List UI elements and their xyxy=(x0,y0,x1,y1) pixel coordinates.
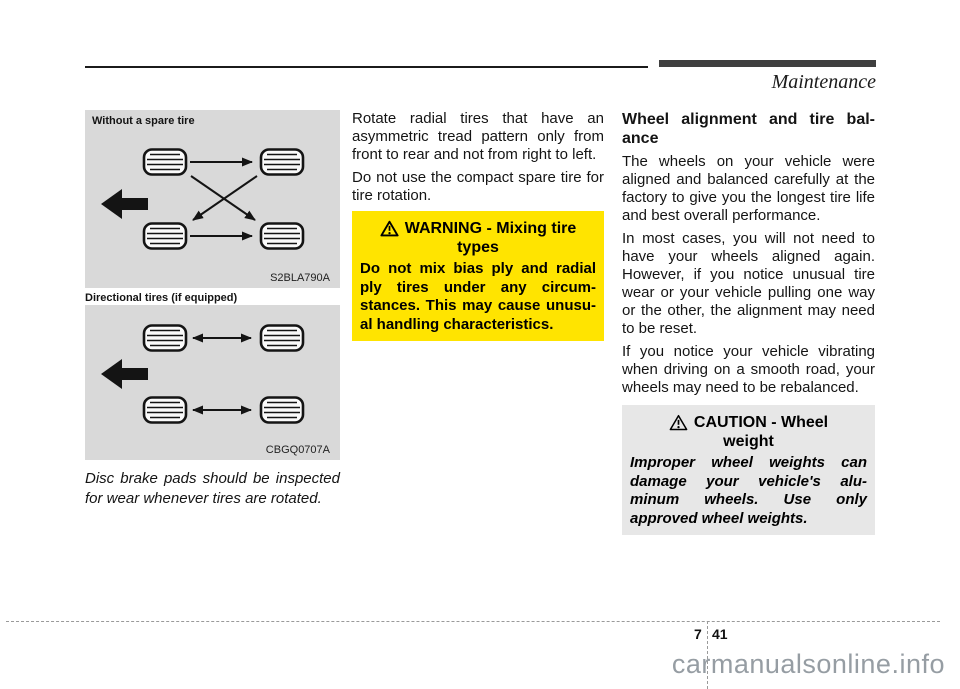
tire-rotation-figure-no-spare: Without a spare tire S2BLA790A xyxy=(85,110,340,288)
tire-rotation-figure-directional: CBGQ0707A xyxy=(85,305,340,460)
chapter-title: Maintenance xyxy=(771,71,876,93)
warning-title-text: WARNING - Mixing tire xyxy=(404,220,577,237)
footer-page-separator xyxy=(707,621,708,689)
paragraph-compact-spare: Do not use the compact spare tire for ti… xyxy=(352,169,604,204)
header-bar xyxy=(659,60,876,67)
figure-column: Without a spare tire S2BLA790A Direction… xyxy=(85,110,340,509)
paragraph-alignment-3: If you notice your vehicle vibrating whe… xyxy=(622,343,875,396)
paragraph-alignment-2: In most cases, you will not need to have… xyxy=(622,230,875,337)
warning-box: WARNING - Mixing tire types Do not mix b… xyxy=(352,211,604,341)
right-column: Wheel alignment and tire bal-ance The wh… xyxy=(622,110,875,535)
header-rule xyxy=(85,66,648,68)
figure-label-directional: Directional tires (if equipped) xyxy=(85,288,340,305)
middle-column: Rotate radial tires that have an asymmet… xyxy=(352,110,604,341)
caution-title-text: CAUTION - Wheel xyxy=(693,414,829,431)
watermark: carmanualsonline.info xyxy=(671,649,945,679)
figure-label-no-spare: Without a spare tire xyxy=(92,115,195,127)
vehicle-front-arrow xyxy=(101,189,148,219)
figure-code: CBGQ0707A xyxy=(265,444,330,456)
caution-box: CAUTION - Wheel weight Improper wheel we… xyxy=(622,405,875,535)
footer-divider xyxy=(6,621,940,622)
tire-rotation-diagram-no-spare xyxy=(101,148,305,250)
vehicle-front-arrow xyxy=(101,359,148,389)
warning-title: WARNING - Mixing tire types xyxy=(360,219,596,257)
rotation-arrow xyxy=(192,175,258,221)
caution-title: CAUTION - Wheel weight xyxy=(630,413,867,451)
page-number: 41 xyxy=(712,626,728,642)
paragraph-alignment-1: The wheels on your vehicle were aligned … xyxy=(622,153,875,224)
figure-code: S2BLA790A xyxy=(270,272,330,284)
paragraph-radial-rotation: Rotate radial tires that have an asymmet… xyxy=(352,110,604,163)
warning-title-text-2: types xyxy=(457,239,499,256)
tire-rotation-diagram-directional xyxy=(101,324,305,424)
rotation-arrow xyxy=(190,175,256,221)
caution-title-text-2: weight xyxy=(723,433,774,450)
chapter-number: 7 xyxy=(694,626,702,642)
warning-triangle-icon xyxy=(380,220,399,237)
caution-triangle-icon xyxy=(669,414,688,431)
section-heading: Wheel alignment and tire bal-ance xyxy=(622,111,875,147)
